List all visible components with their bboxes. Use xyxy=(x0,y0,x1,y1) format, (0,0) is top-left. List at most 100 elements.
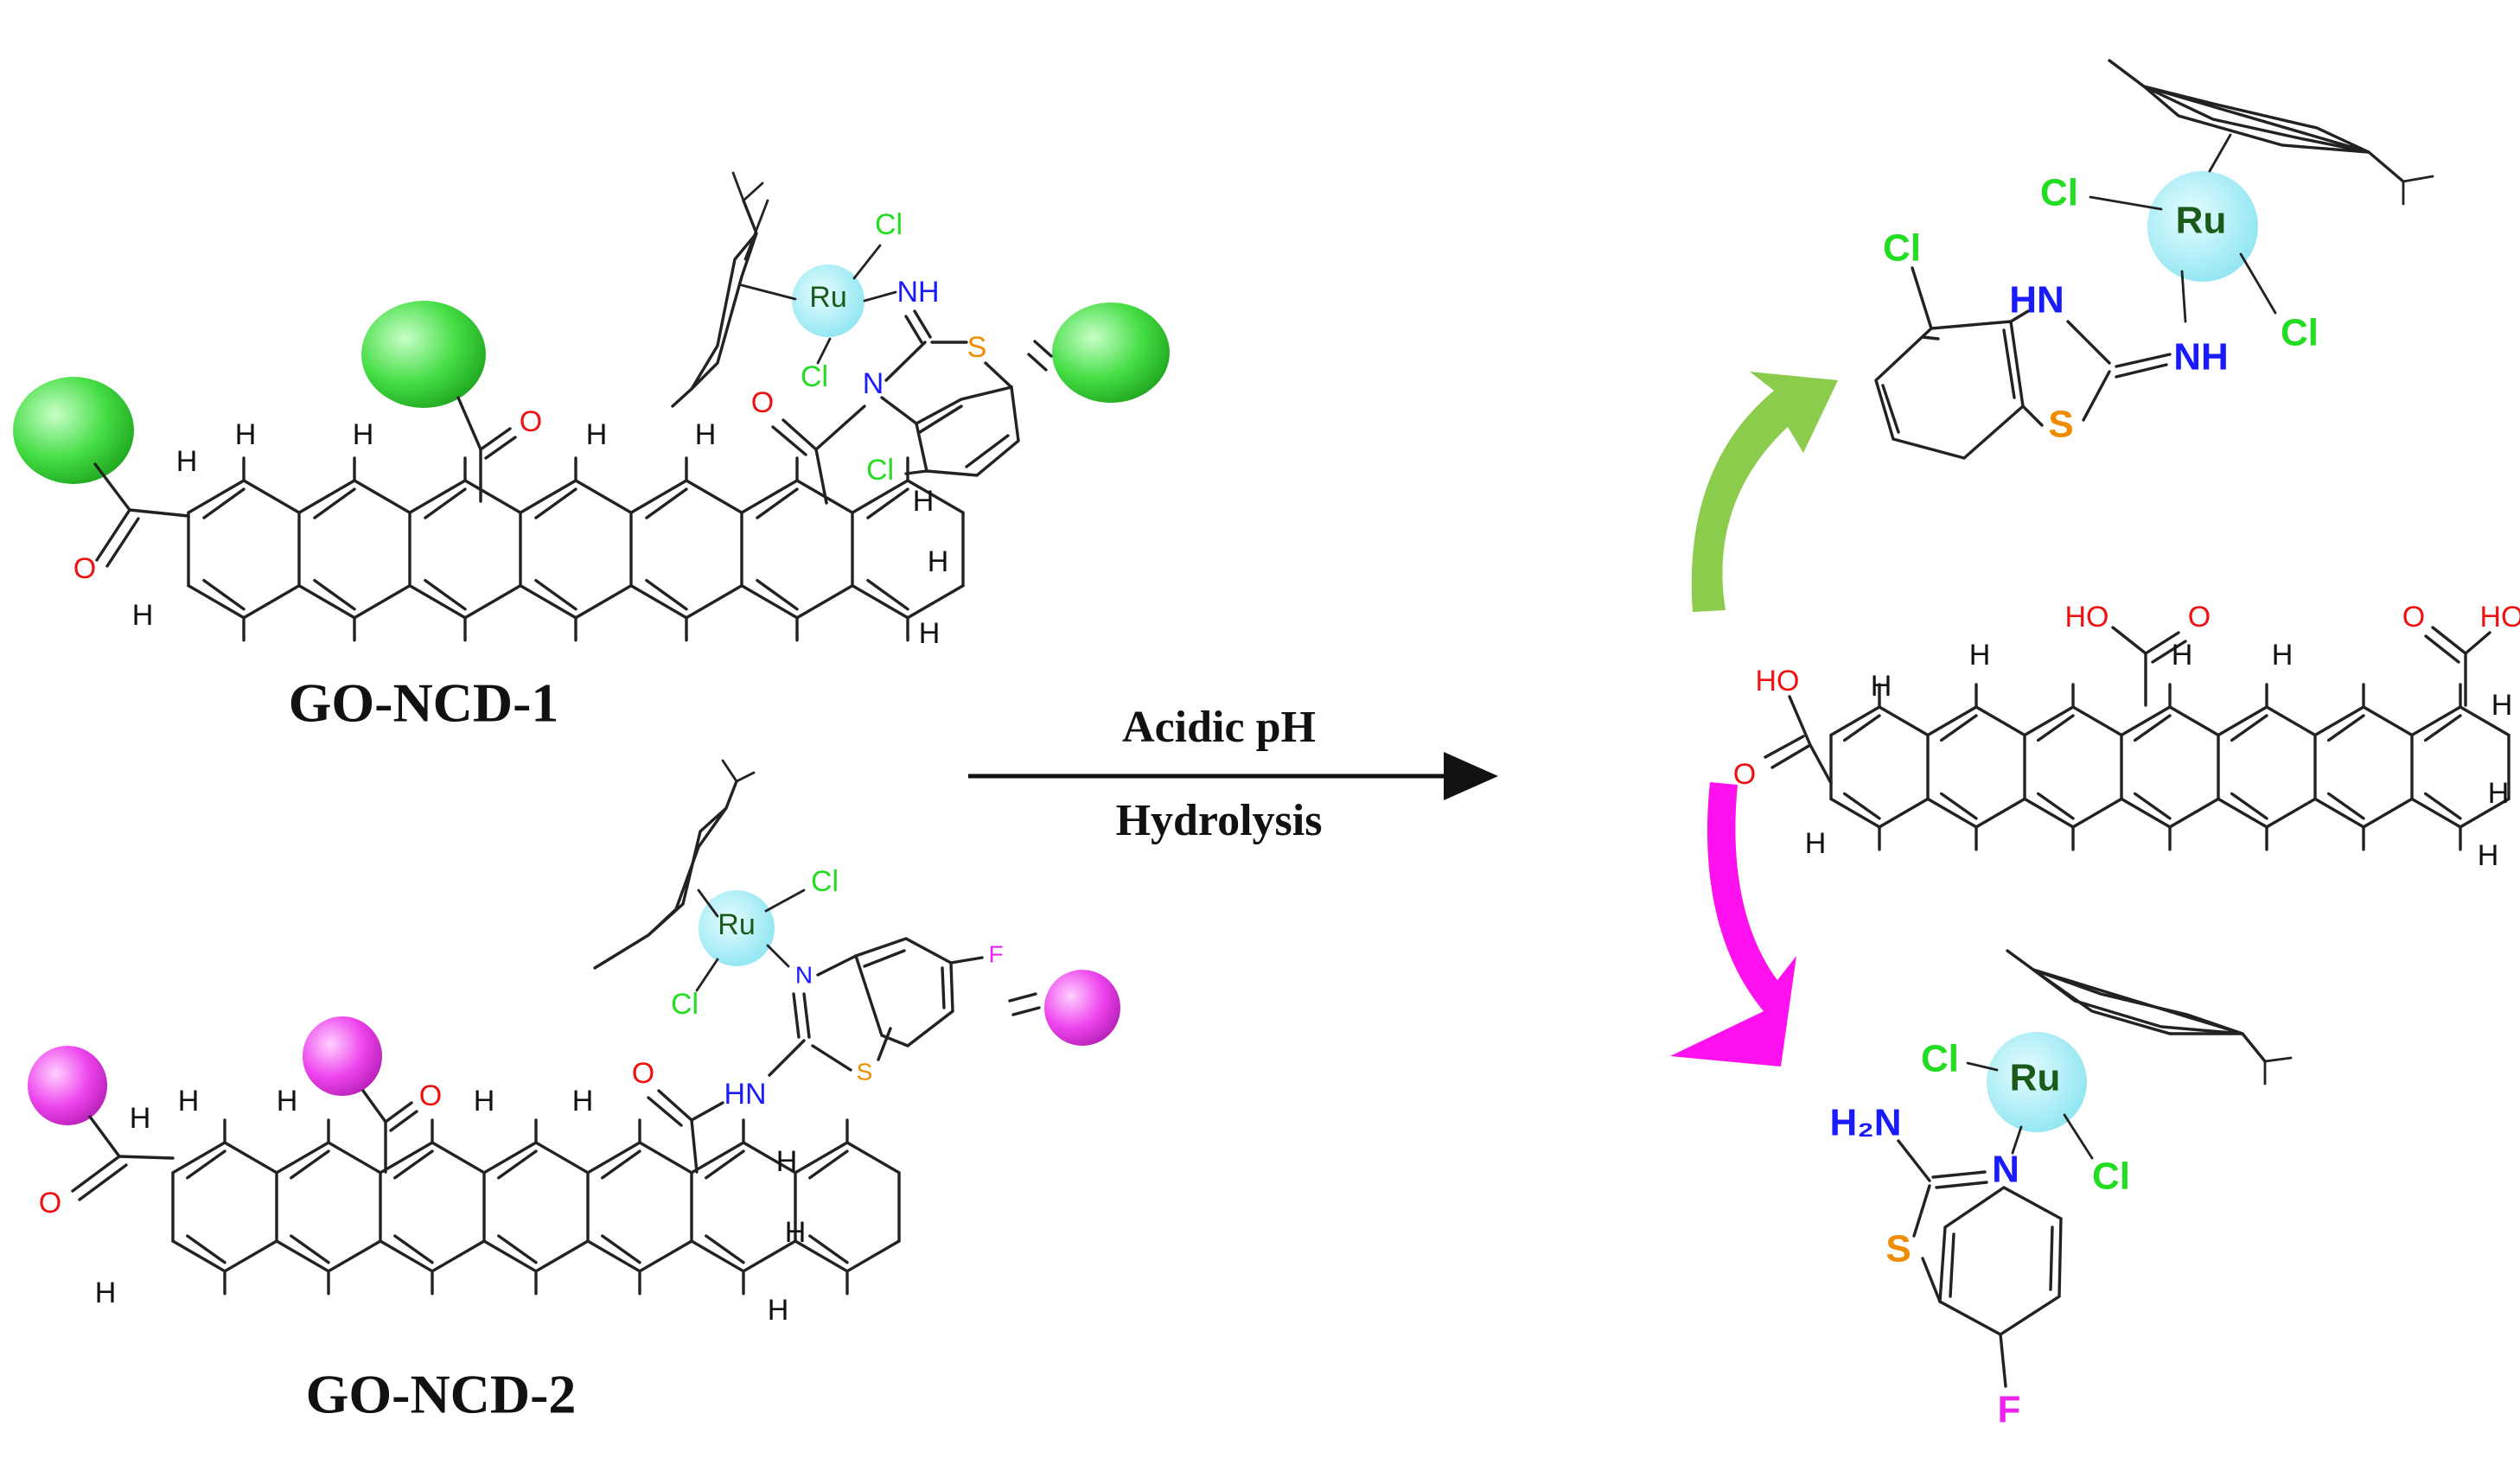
backbone-bond xyxy=(586,1239,641,1273)
backbone-bond xyxy=(845,1239,901,1273)
chlorine-label: Cl xyxy=(875,208,903,241)
backbone-bond xyxy=(313,487,356,519)
backbone-bond xyxy=(353,583,411,620)
backbone-bond xyxy=(690,1239,745,1273)
backbone-bond xyxy=(223,1141,278,1175)
backbone-bond xyxy=(808,1234,849,1264)
backbone-bond xyxy=(645,487,688,519)
backbone-bond xyxy=(1878,797,1930,829)
backbone-bond xyxy=(794,1239,849,1273)
backbone-bond xyxy=(1926,705,1978,737)
hydrogen-label: H xyxy=(132,599,154,632)
backbone-bond xyxy=(2230,714,2268,742)
backbone-bond xyxy=(534,487,577,519)
backbone-bond xyxy=(313,578,356,611)
backbone-bond xyxy=(2217,705,2268,737)
ruthenium-sphere xyxy=(699,890,775,966)
hydrogen-label: H xyxy=(176,445,198,478)
backbone-bond xyxy=(497,1234,538,1264)
backbone-bond xyxy=(327,1141,382,1175)
backbone-bond xyxy=(431,1141,486,1175)
oxygen-label: O xyxy=(520,405,542,438)
hydrogen-label: H xyxy=(130,1102,151,1135)
ru-product-2: Ru Cl Cl N H₂N S F xyxy=(1829,949,2293,1431)
backbone-bond xyxy=(690,1141,745,1175)
backbone-bond xyxy=(2423,792,2462,820)
backbone-bond xyxy=(2133,792,2172,820)
hydrogen-label: H xyxy=(928,545,949,578)
backbone-bond xyxy=(186,1149,226,1180)
backbone-bond xyxy=(2036,714,2075,742)
amino-label: H₂N xyxy=(1829,1102,1901,1144)
hydrogen-label: H xyxy=(1871,670,1892,703)
ruthenium-sphere xyxy=(1987,1032,2087,1132)
backbone-bond xyxy=(2230,792,2268,820)
ruthenium-label: Ru xyxy=(809,281,846,314)
chlorine-label: Cl xyxy=(2040,172,2078,214)
ruthenium-label: Ru xyxy=(2176,200,2227,242)
backbone-bond xyxy=(2120,705,2172,737)
backbone-bond xyxy=(1878,705,1930,737)
backbone-bond xyxy=(463,583,522,620)
backbone-bond xyxy=(2313,705,2365,737)
backbone-bond xyxy=(629,479,688,514)
backbone-bond xyxy=(379,1239,434,1273)
backbone-bond xyxy=(794,1141,849,1175)
backbone-bond xyxy=(327,1239,382,1273)
backbone-bond xyxy=(2265,705,2317,737)
backbone-bond xyxy=(808,1149,849,1180)
backbone-bond xyxy=(202,487,246,519)
oxygen-label: O xyxy=(2402,601,2425,634)
hydrogen-label: H xyxy=(178,1085,200,1118)
backbone-bond xyxy=(497,1149,538,1180)
backbone-bond xyxy=(638,1141,693,1175)
backbone-bond xyxy=(2071,797,2123,829)
backbone-bond xyxy=(645,578,688,611)
backbone-bond xyxy=(297,479,356,514)
backbone-bond xyxy=(906,479,965,514)
hydroxyl-label: HO xyxy=(2480,601,2520,634)
backbone-bond xyxy=(2326,792,2365,820)
go-product-structure: HO O HO O O HO H H H H H H H H xyxy=(1733,601,2520,872)
magenta-sphere-legend xyxy=(1044,970,1120,1046)
backbone-bond xyxy=(851,479,909,514)
hydrogen-label: H xyxy=(776,1145,798,1178)
backbone-bond xyxy=(408,583,467,620)
backbone-bond xyxy=(742,1141,797,1175)
go-ncd-1-backbone xyxy=(187,456,965,642)
go-product-backbone xyxy=(1829,683,2510,851)
backbone-bond xyxy=(756,487,799,519)
backbone-bond xyxy=(1975,797,2026,829)
backbone-bond xyxy=(519,479,577,514)
nitrogen-label: N xyxy=(1992,1149,2019,1191)
backbone-bond xyxy=(756,578,799,611)
backbone-bond xyxy=(290,1149,330,1180)
backbone-bond xyxy=(1829,705,1881,737)
hydrogen-label: H xyxy=(919,617,941,650)
chlorine-label: Cl xyxy=(671,988,699,1021)
sulfur-label: S xyxy=(1885,1228,1911,1270)
hydrogen-label: H xyxy=(695,418,717,451)
green-sphere-legend xyxy=(1052,302,1170,403)
go-ncd-2-backbone xyxy=(171,1118,901,1296)
backbone-bond xyxy=(2023,797,2075,829)
hydrogen-label: H xyxy=(586,418,608,451)
backbone-bond xyxy=(851,583,909,620)
backbone-bond xyxy=(2459,705,2510,737)
backbone-bond xyxy=(685,583,743,620)
reaction-arrow: Acidic pH Hydrolysis xyxy=(968,703,1498,845)
backbone-bond xyxy=(601,1149,641,1180)
backbone-bond xyxy=(290,1234,330,1264)
hydrogen-label: H xyxy=(474,1085,495,1118)
hydrogen-label: H xyxy=(1969,639,1991,672)
backbone-bond xyxy=(866,487,909,519)
backbone-bond xyxy=(2459,797,2510,829)
backbone-bond xyxy=(242,479,301,514)
chlorine-label: Cl xyxy=(866,454,894,487)
backbone-bond xyxy=(629,583,688,620)
hydrogen-label: H xyxy=(1805,827,1827,860)
backbone-bond xyxy=(2362,797,2414,829)
sulfur-label: S xyxy=(967,331,987,364)
backbone-bond xyxy=(1975,705,2026,737)
backbone-bond xyxy=(534,1239,590,1273)
